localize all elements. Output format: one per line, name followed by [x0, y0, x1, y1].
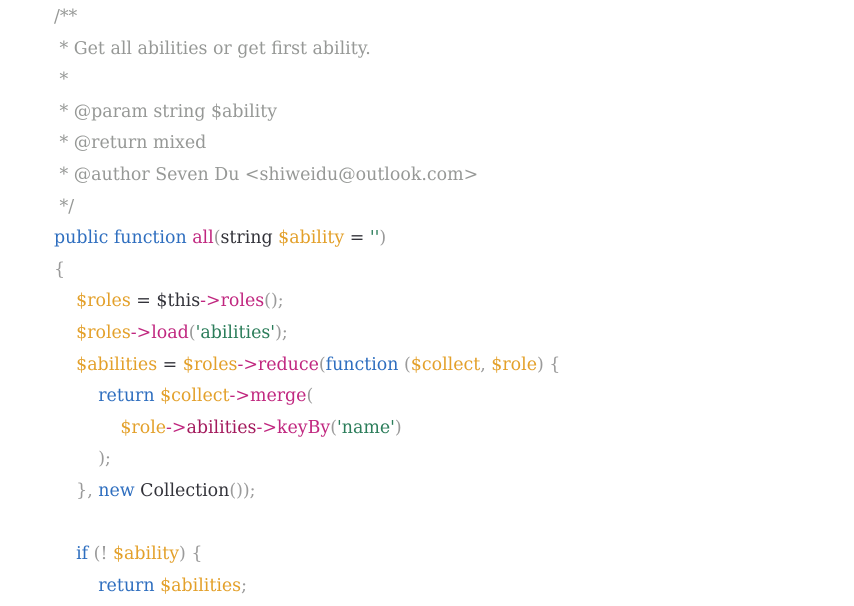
code-token-method: load [151, 322, 189, 343]
code-line: /** [54, 2, 844, 34]
code-token-var: $roles [182, 354, 238, 375]
code-line [54, 508, 844, 540]
code-token-punct: , [480, 354, 492, 375]
code-token-plain: = [344, 228, 370, 249]
code-token-var: $ability [112, 544, 180, 565]
code-token-plain [54, 291, 76, 311]
code-token-method: -> [256, 417, 277, 438]
code-token-comment: * @return mixed [54, 133, 207, 154]
code-line: * @param string $ability [54, 97, 844, 129]
code-token-keyword: return [98, 575, 161, 596]
code-token-comment: * @param string $ability [54, 101, 278, 122]
code-line: public function all(string $ability = ''… [54, 223, 844, 255]
code-token-punct: ( [306, 386, 314, 407]
code-token-var: $ability [278, 228, 345, 249]
code-token-var: $roles [76, 291, 131, 312]
code-token-var: $role [491, 354, 537, 375]
code-token-plain [54, 386, 98, 406]
code-token-string: '' [369, 228, 380, 249]
code-line: return $abilities; [54, 571, 844, 602]
code-token-method: all [192, 228, 214, 249]
code-token-punct: }, [76, 480, 99, 501]
code-line: { [54, 255, 844, 287]
code-token-punct: ) [379, 228, 387, 249]
code-line: ); [54, 444, 844, 476]
code-token-punct: ( [318, 354, 326, 375]
code-token-plain [54, 418, 120, 438]
code-line: return $collect->merge( [54, 381, 844, 413]
code-token-method: -> [229, 386, 250, 407]
code-token-keyword: if [76, 544, 94, 565]
code-token-method: roles [220, 291, 265, 312]
code-token-plain [54, 323, 76, 343]
code-line: }, new Collection()); [54, 476, 844, 508]
code-line: * [54, 65, 844, 97]
code-token-punct: ) { [179, 544, 203, 565]
code-line: * @author Seven Du <shiweidu@outlook.com… [54, 160, 844, 192]
code-token-method: keyBy [276, 417, 331, 438]
code-token-punct: ( [330, 417, 337, 438]
code-token-string: 'name' [336, 417, 395, 438]
code-token-var: $collect [410, 354, 481, 375]
code-token-plain: = $this [130, 291, 201, 312]
code-token-punct: ); [98, 449, 111, 470]
code-token-comment: */ [54, 196, 75, 217]
code-token-keyword: public function [54, 228, 193, 249]
code-token-comment: * @author Seven Du <shiweidu@outlook.com… [54, 164, 479, 185]
code-token-plain [54, 544, 76, 564]
code-line: * @return mixed [54, 128, 844, 160]
code-token-var: $abilities [76, 354, 158, 375]
code-line: $abilities = $roles->reduce(function ($c… [54, 350, 844, 382]
code-token-plain: = [157, 354, 183, 375]
code-block: /** * Get all abilities or get first abi… [54, 2, 844, 602]
code-token-keyword: return [98, 386, 161, 407]
code-line: if (! $ability) { [54, 539, 844, 571]
code-line: $roles = $this->roles(); [54, 286, 844, 318]
code-token-comment: /** [54, 7, 78, 27]
code-editor[interactable]: /** * Get all abilities or get first abi… [54, 2, 844, 602]
code-token-comment: * [54, 70, 69, 91]
code-token-punct: { [54, 259, 66, 280]
code-token-method: -> [130, 322, 152, 343]
code-token-punct: ); [275, 322, 288, 343]
code-token-punct: ( [404, 354, 411, 375]
code-token-punct: ( [213, 228, 221, 249]
code-line: */ [54, 192, 844, 224]
code-token-plain [54, 355, 76, 375]
code-token-var: $role [120, 417, 167, 438]
code-line: $role->abilities->keyBy('name') [54, 413, 844, 445]
code-token-comment: * Get all abilities or get first ability… [54, 38, 371, 59]
code-token-string: 'abilities' [195, 322, 276, 343]
code-token-keyword: function [325, 354, 404, 375]
code-token-method: reduce [257, 354, 319, 375]
code-line: * Get all abilities or get first ability… [54, 34, 844, 66]
code-token-punct: (! [93, 544, 113, 565]
code-token-punct: (); [264, 291, 284, 312]
code-token-method: -> [200, 291, 221, 312]
code-token-plain [54, 449, 98, 469]
code-token-punct: ()); [229, 480, 256, 501]
code-token-punct: ; [241, 575, 247, 596]
code-token-plain [54, 481, 76, 501]
code-token-plain [54, 576, 98, 596]
code-line: $roles->load('abilities'); [54, 318, 844, 350]
code-token-var: $collect [160, 386, 230, 407]
code-token-var: $roles [76, 322, 131, 343]
code-token-keyword: new [98, 480, 141, 501]
code-token-plain: string [220, 228, 279, 249]
code-token-method: merge [249, 386, 307, 407]
code-token-method: -> [237, 354, 258, 375]
code-token-prop: abilities [186, 417, 257, 438]
code-token-plain: Collection [140, 480, 230, 501]
code-token-punct: ) { [536, 354, 561, 375]
code-token-punct: ( [188, 322, 196, 343]
code-token-var: $abilities [160, 575, 242, 596]
code-token-method: -> [166, 417, 187, 438]
code-token-punct: ) [394, 417, 402, 438]
